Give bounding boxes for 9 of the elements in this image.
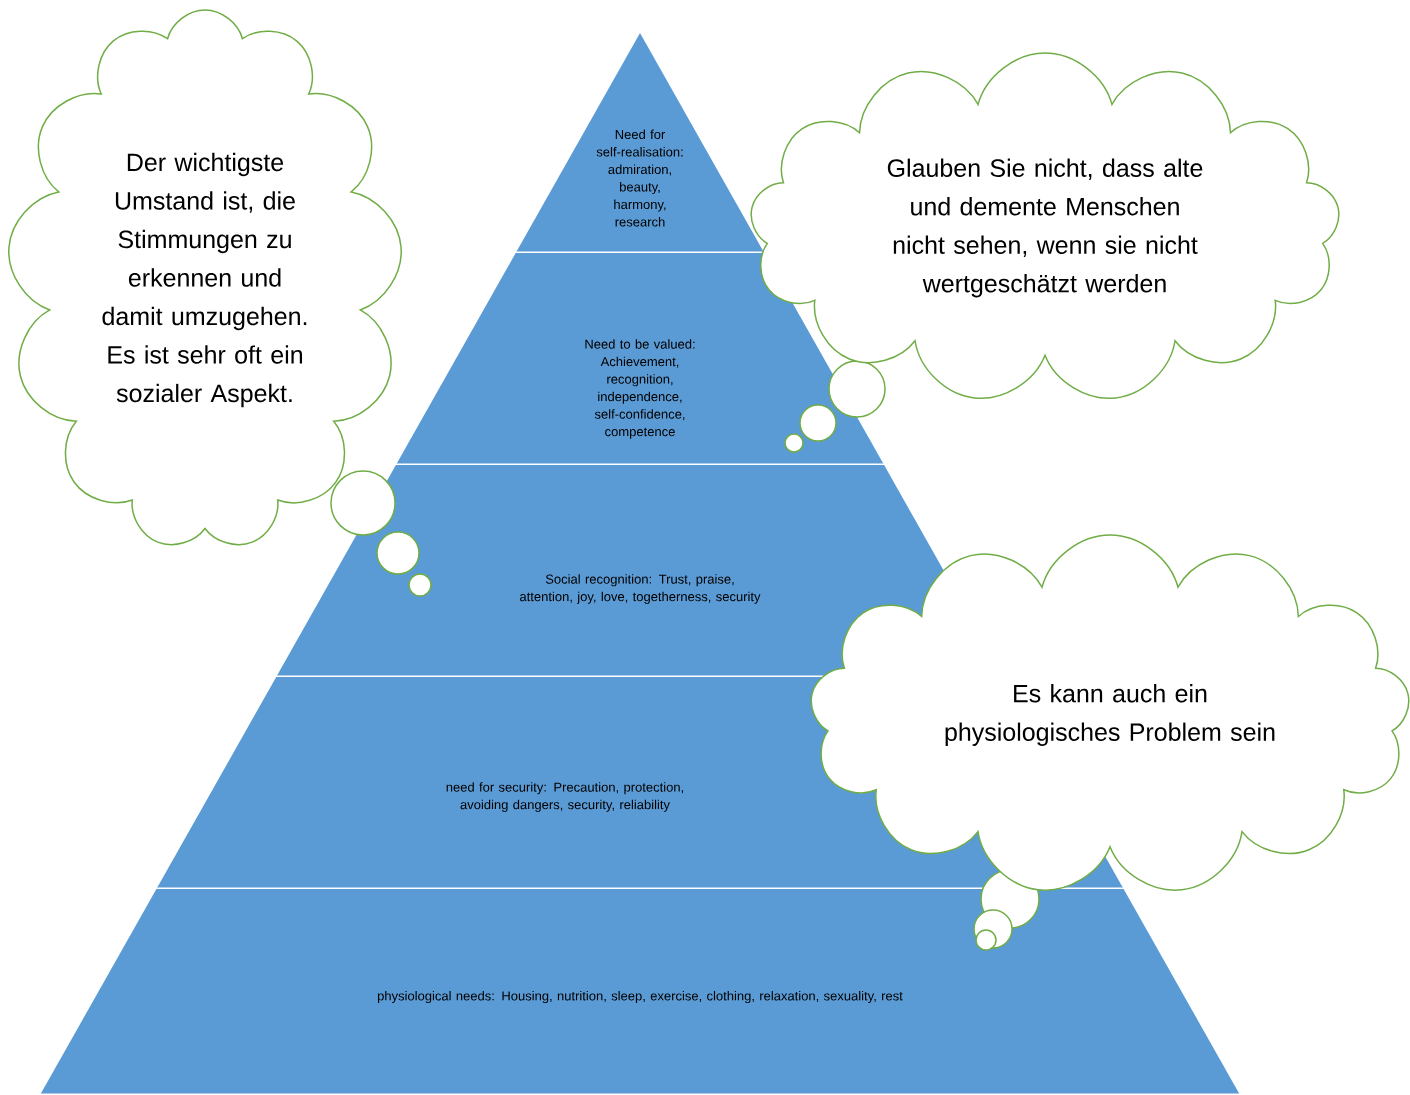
node-label: Social recognition: Trust, praise, attention, joy, love, togetherness, security — [520, 574, 761, 604]
thought-cloud: Glauben Sie nicht, dass alte und demente Menschen nicht sehen, wenn sie nicht wertgeschätzt werden — [750, 52, 1340, 453]
thought-cloud: Der wichtigste Umstand ist, die Stimmungen zu erkennen und damit umzugehen. Es ist sehr oft ein sozialer Aspekt. — [8, 9, 432, 597]
thought-cloud: Es kann auch ein physiologisches Problem sein — [810, 534, 1410, 951]
pyramid-level: Need for self-realisation: admiration, beauty, harmony, research — [515, 33, 765, 255]
pyramid-level: Need to be valued: Achievement, recognition, independence, self-confidence, competence — [395, 253, 885, 467]
node-label: need for security: Precaution, protection, avoiding dangers, security, reliability — [446, 782, 684, 812]
pyramid-level: physiological needs: Housing, nutrition, sleep, exercise, clothing, relaxation, sexuality, rest — [40, 889, 1240, 1095]
node-label: physiological needs: Housing, nutrition, sleep, exercise, clothing, relaxation, sexuality, rest — [377, 990, 903, 1004]
